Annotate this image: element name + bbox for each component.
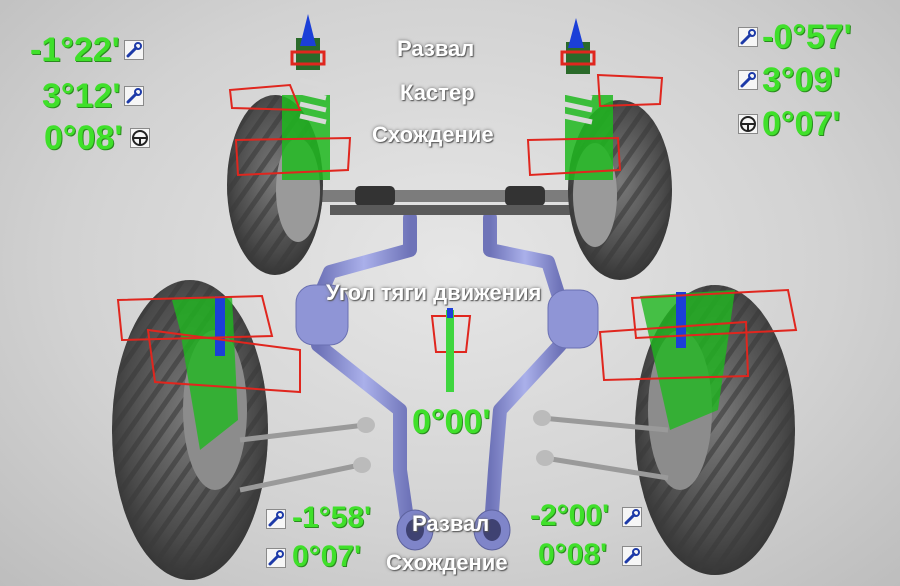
rear-right-wheel bbox=[533, 285, 798, 575]
rear-right-toe-value: 0°08' bbox=[538, 538, 608, 571]
front-right-wheel bbox=[526, 18, 672, 280]
wrench-icon[interactable] bbox=[622, 507, 642, 527]
thrust-angle-label: Угол тяги движения bbox=[326, 280, 542, 305]
exhaust-pipes bbox=[311, 211, 567, 547]
front-left-wheel bbox=[227, 14, 352, 275]
front-camber-label: Развал bbox=[397, 36, 475, 61]
rear-camber-label: Развал bbox=[412, 511, 490, 536]
thrust-angle-gauge bbox=[430, 308, 472, 392]
front-right-toe-value: 0°07' bbox=[762, 105, 841, 143]
wrench-icon[interactable] bbox=[124, 86, 144, 106]
steering-wheel-icon[interactable] bbox=[130, 128, 150, 148]
rear-left-wheel bbox=[112, 280, 375, 580]
wrench-icon[interactable] bbox=[738, 27, 758, 47]
wrench-icon[interactable] bbox=[124, 40, 144, 60]
rear-toe-label: Схождение bbox=[386, 550, 508, 575]
front-caster-label: Кастер bbox=[400, 80, 475, 105]
wrench-icon[interactable] bbox=[266, 509, 286, 529]
steering-wheel-icon[interactable] bbox=[738, 114, 758, 134]
rear-left-toe-value: 0°07' bbox=[292, 540, 362, 573]
front-left-toe-value: 0°08' bbox=[44, 119, 123, 157]
front-right-caster-value: 3°09' bbox=[762, 61, 841, 99]
rear-right-camber-value: -2°00' bbox=[530, 499, 610, 532]
front-toe-label: Схождение bbox=[372, 122, 494, 147]
thrust-angle-value: 0°00' bbox=[412, 403, 491, 441]
front-left-camber-value: -1°22' bbox=[30, 31, 120, 69]
front-axle bbox=[300, 186, 600, 215]
mufflers bbox=[295, 284, 599, 551]
wrench-icon[interactable] bbox=[266, 548, 286, 568]
front-right-camber-value: -0°57' bbox=[762, 18, 852, 56]
rear-left-camber-value: -1°58' bbox=[292, 501, 372, 534]
front-left-caster-value: 3°12' bbox=[42, 77, 121, 115]
wrench-icon[interactable] bbox=[738, 70, 758, 90]
wrench-icon[interactable] bbox=[622, 546, 642, 566]
